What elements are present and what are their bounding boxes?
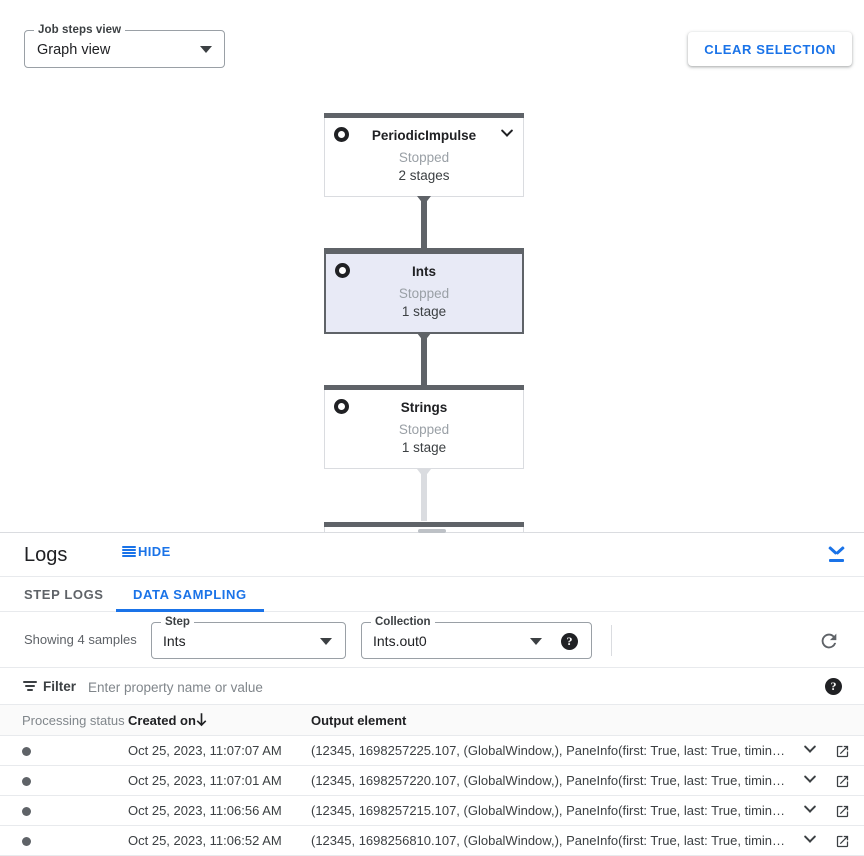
logs-tabs: STEP LOGS DATA SAMPLING [0,577,864,612]
open-in-new-icon[interactable] [835,804,850,819]
logs-panel: Logs HIDE STEP LOGS DATA SAMPLING Showin… [0,532,864,856]
cell-created-on: Oct 25, 2023, 11:07:01 AM [128,773,282,788]
node-status: Stopped [398,150,450,165]
stop-circle-icon [334,399,349,414]
open-in-new-icon[interactable] [835,834,850,849]
node-header-bar [324,385,524,390]
node-header-bar [324,522,524,527]
open-in-new-icon[interactable] [835,744,850,759]
collection-select-value: Ints.out0 [373,633,427,649]
panel-resize-handle[interactable] [0,526,864,535]
open-in-new-icon[interactable] [835,774,850,789]
chevron-down-icon[interactable] [500,131,513,139]
graph-node-periodicimpulse[interactable]: PeriodicImpulse Stopped 2 stages [324,113,524,197]
graph-edge-2 [417,333,431,387]
node-stages: 1 stage [401,304,447,319]
table-row[interactable]: Oct 25, 2023, 11:07:07 AM (12345, 169825… [0,736,864,766]
sample-count-label: Showing 4 samples [24,632,137,647]
chevron-down-icon [320,638,332,645]
stop-circle-icon [335,263,350,278]
graph-canvas[interactable]: PeriodicImpulse Stopped 2 stages Ints St… [0,96,864,532]
graph-node-strings[interactable]: Strings Stopped 1 stage [324,385,524,469]
column-header-output-element: Output element [311,713,407,728]
step-select[interactable]: Step Ints [151,615,346,659]
node-status: Stopped [398,422,450,437]
job-steps-view-label: Job steps view [34,23,126,37]
chevron-down-icon[interactable] [803,837,818,846]
node-header-bar [324,113,524,118]
job-steps-view-select[interactable]: Job steps view Graph view [24,23,225,68]
sampling-controls: Showing 4 samples Step Ints Collection I… [0,612,864,668]
column-header-processing-status: Processing status [22,713,125,728]
node-title: Strings [400,400,448,415]
arrow-up-icon [417,196,431,205]
cell-created-on: Oct 25, 2023, 11:06:56 AM [128,803,282,818]
status-dot [22,747,31,756]
job-steps-view-value: Graph view [37,42,111,58]
list-icon [122,545,136,558]
collection-select[interactable]: Collection Ints.out0 ? [361,615,592,659]
controls-divider [611,625,612,656]
filter-input[interactable] [86,677,786,697]
chevron-down-icon[interactable] [803,747,818,756]
collapse-down-icon [829,548,845,557]
cell-created-on: Oct 25, 2023, 11:07:07 AM [128,743,282,758]
node-stages: 2 stages [398,168,450,183]
tab-data-sampling[interactable]: DATA SAMPLING [116,577,264,612]
table-row[interactable]: Oct 25, 2023, 11:06:56 AM (12345, 169825… [0,796,864,826]
status-dot [22,807,31,816]
logs-title: Logs [24,544,68,566]
node-status: Stopped [398,286,450,301]
cell-output-element: (12345, 1698257225.107, (GlobalWindow,),… [311,743,791,758]
drag-grip-icon [418,529,446,533]
filter-bar: Filter ? [0,668,864,705]
node-title: PeriodicImpulse [371,128,477,143]
step-select-value: Ints [163,633,186,649]
cell-output-element: (12345, 1698257220.107, (GlobalWindow,),… [311,773,791,788]
collapse-bar [829,559,844,562]
refresh-icon [821,633,837,649]
stop-circle-icon [334,127,349,142]
job-graph-pane: Job steps view Graph view CLEAR SELECTIO… [0,0,864,532]
collapse-panel-button[interactable] [824,543,850,569]
graph-edge-1 [417,196,431,250]
node-header-bar [324,248,524,254]
status-dot [22,837,31,846]
chevron-down-icon[interactable] [803,807,818,816]
hide-logs-button[interactable]: HIDE [122,544,171,559]
chevron-down-icon[interactable] [803,777,818,786]
node-stages: 1 stage [401,440,447,455]
status-dot [22,777,31,786]
arrow-up-icon [417,469,431,478]
graph-node-ints[interactable]: Ints Stopped 1 stage [324,248,524,334]
table-row[interactable]: Oct 25, 2023, 11:06:52 AM (12345, 169825… [0,826,864,856]
hide-logs-label: HIDE [138,544,171,559]
chevron-down-icon [200,46,212,53]
logs-header: Logs HIDE [0,533,864,577]
filter-label: Filter [43,679,77,694]
node-title: Ints [411,264,436,279]
tab-step-logs[interactable]: STEP LOGS [24,577,104,612]
cell-output-element: (12345, 1698257215.107, (GlobalWindow,),… [311,803,791,818]
clear-selection-button[interactable]: CLEAR SELECTION [688,32,852,66]
arrow-down-icon[interactable] [196,713,207,728]
refresh-button[interactable] [818,630,840,652]
cell-output-element: (12345, 1698256810.107, (GlobalWindow,),… [311,833,791,848]
cell-created-on: Oct 25, 2023, 11:06:52 AM [128,833,282,848]
collection-select-label: Collection [371,615,435,629]
column-header-created-on[interactable]: Created on [128,713,196,728]
table-header-row: Processing status Created on Output elem… [0,705,864,736]
help-icon[interactable]: ? [561,633,578,650]
filter-icon [23,681,37,692]
table-row[interactable]: Oct 25, 2023, 11:07:01 AM (12345, 169825… [0,766,864,796]
arrow-up-icon [417,333,431,342]
step-select-label: Step [161,615,194,629]
help-icon[interactable]: ? [825,678,842,695]
chevron-down-icon [530,638,542,645]
graph-edge-3 [417,469,431,521]
